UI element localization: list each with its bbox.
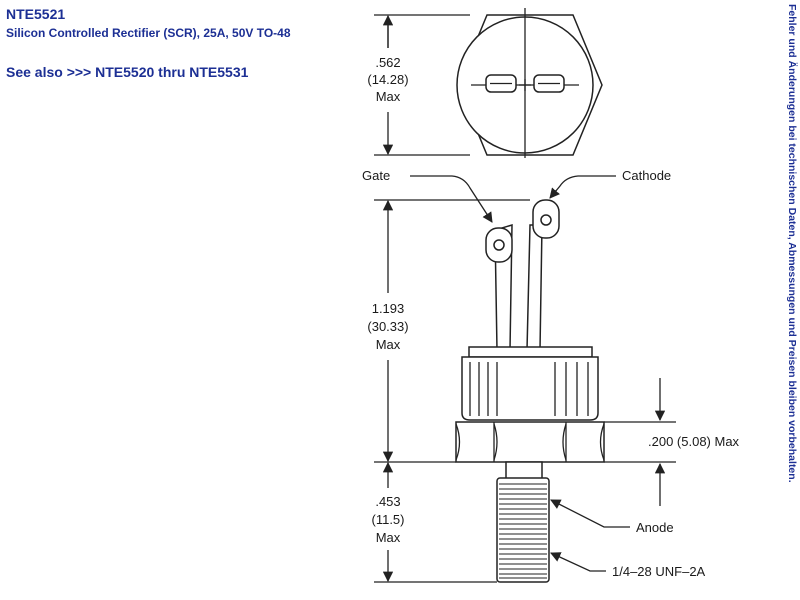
side-view — [455, 199, 605, 583]
stud-length-mm: (11.5) — [372, 512, 405, 527]
hex-height-label: .200 (5.08) Max — [648, 434, 740, 449]
top-height-mm: (14.28) — [367, 72, 408, 87]
package-outline-diagram: .562 (14.28) Max — [362, 8, 740, 583]
hex-nut — [455, 421, 605, 463]
stud-length-inch: .453 — [375, 494, 400, 509]
lead-height-mm: (30.33) — [367, 319, 408, 334]
top-view-dimension: .562 (14.28) Max — [367, 14, 470, 156]
top-view — [456, 8, 603, 158]
stud-length-max: Max — [376, 530, 401, 545]
lead-height-dimension: 1.193 (30.33) Max — [367, 199, 676, 463]
part-description: Silicon Controlled Rectifier (SCR), 25A,… — [6, 26, 291, 40]
cathode-callout: Cathode — [549, 168, 671, 199]
gate-label: Gate — [362, 168, 390, 183]
stud-length-dimension: .453 (11.5) Max — [372, 461, 497, 583]
lead-height-max: Max — [376, 337, 401, 352]
thread-callout: 1/4–28 UNF–2A — [550, 552, 706, 579]
disclaimer-text: Fehler und Änderungen bei technischen Da… — [786, 4, 798, 483]
anode-label: Anode — [636, 520, 674, 535]
top-height-inch: .562 — [375, 55, 400, 70]
cap-top-ring — [468, 346, 593, 358]
hex-height-dimension: .200 (5.08) Max — [604, 378, 740, 506]
thread-lines — [499, 483, 547, 579]
see-also-link[interactable]: See also >>> NTE5520 thru NTE5531 — [6, 64, 249, 80]
anode-callout: Anode — [550, 499, 674, 535]
thread-label: 1/4–28 UNF–2A — [612, 564, 706, 579]
ribbed-cap — [461, 356, 599, 421]
cathode-label: Cathode — [622, 168, 671, 183]
part-number: NTE5521 — [6, 6, 66, 22]
top-height-max: Max — [376, 89, 401, 104]
lead-height-inch: 1.193 — [372, 301, 405, 316]
cathode-lead — [526, 224, 543, 351]
gate-callout: Gate — [362, 168, 493, 223]
disclaimer-note: Fehler und Änderungen bei technischen Da… — [780, 4, 798, 596]
